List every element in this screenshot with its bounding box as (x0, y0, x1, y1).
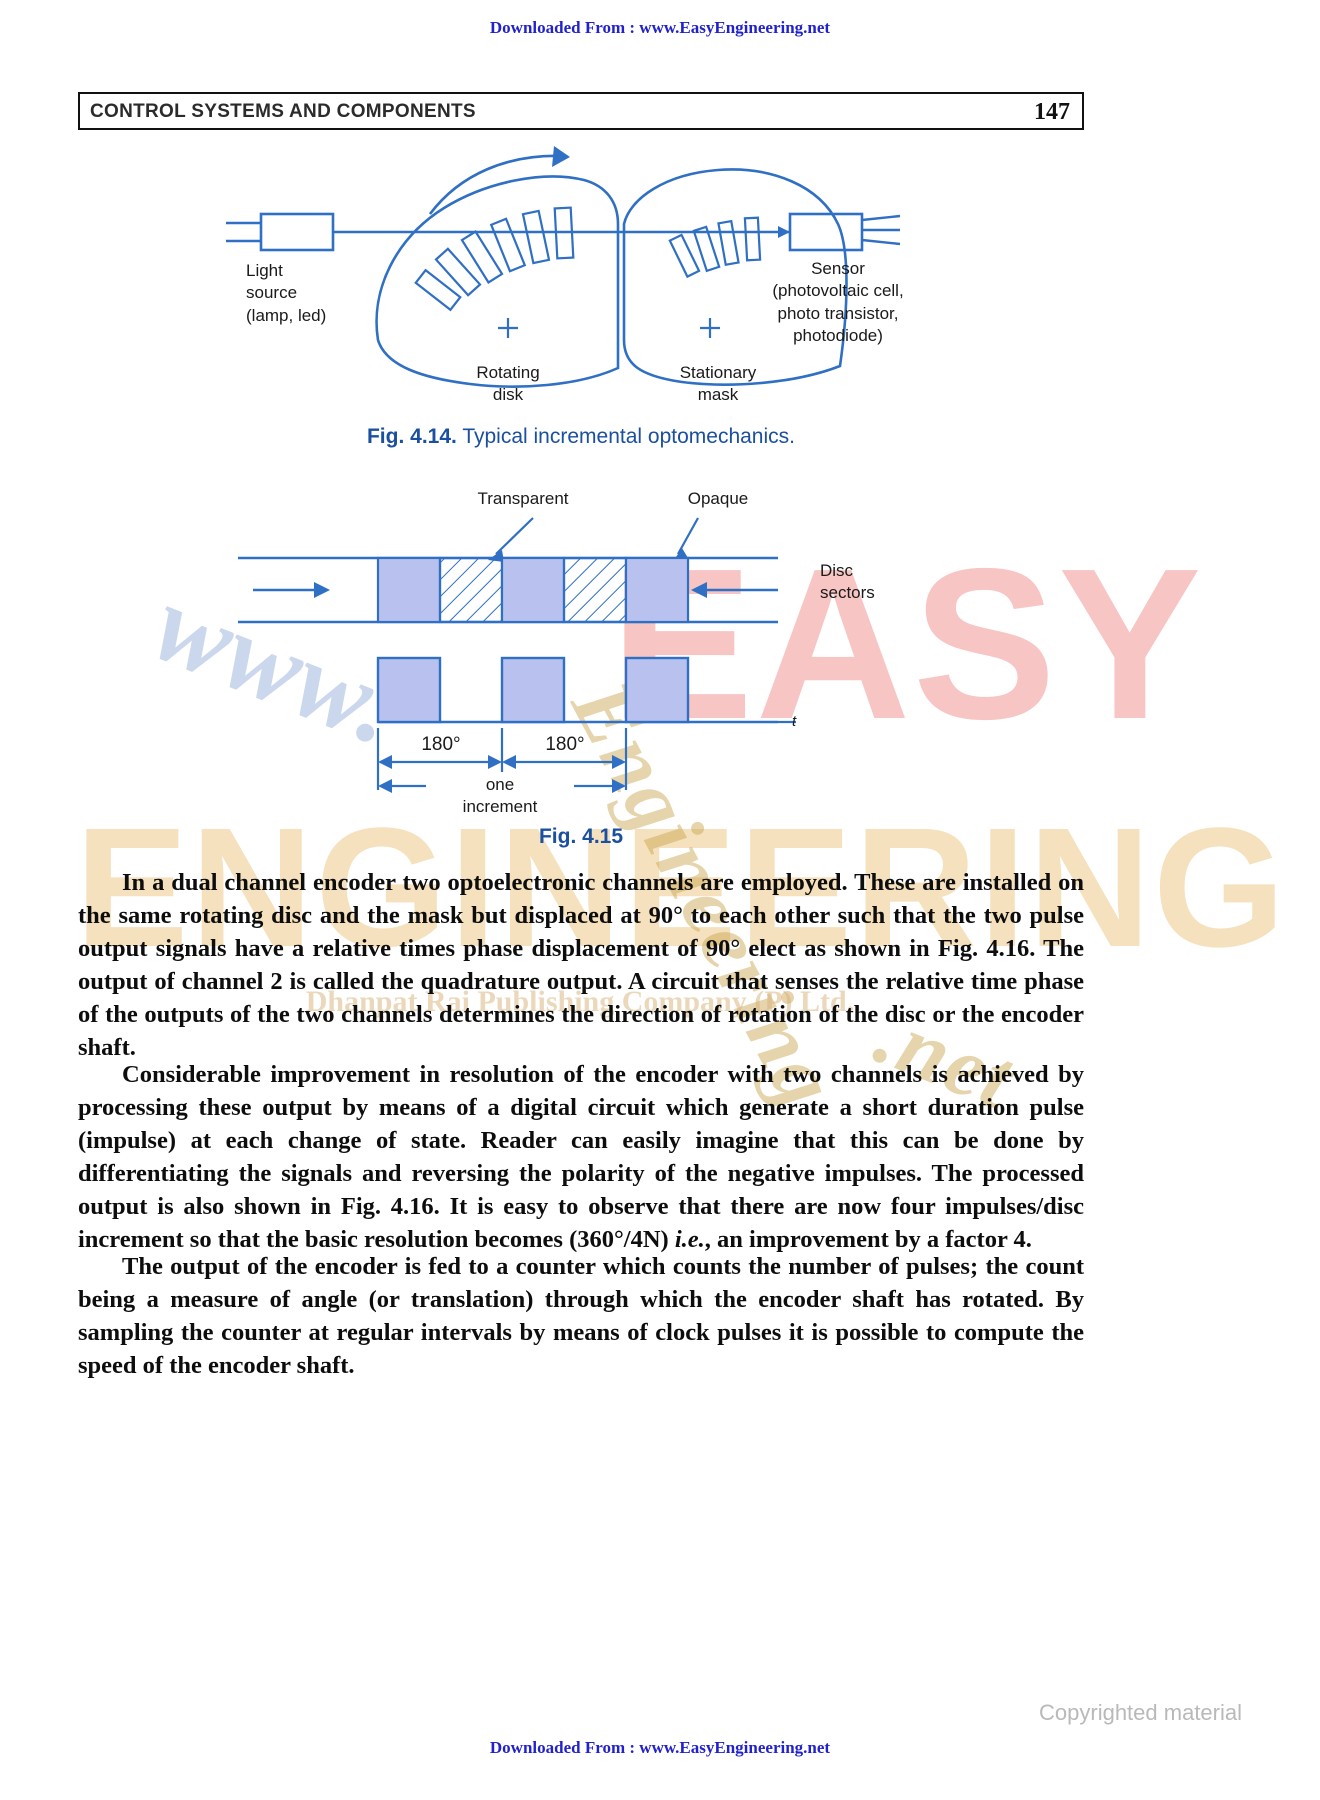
page-title: CONTROL SYSTEMS AND COMPONENTS (90, 101, 476, 122)
paragraph-2-text-a: Considerable improvement in resolution o… (78, 1061, 1084, 1253)
copyright-watermark: Copyrighted material (1039, 1700, 1242, 1725)
label-opaque: Opaque (687, 489, 749, 508)
download-banner-bottom: Downloaded From : www.EasyEngineering.ne… (489, 1738, 831, 1757)
running-header-band: CONTROL SYSTEMS AND COMPONENTS 147 (78, 92, 1084, 130)
figure-4-15-drawing (238, 517, 796, 793)
figure-4-15-caption-label: Fig. 4.15 (538, 825, 624, 848)
label-degrees-right: 180° (545, 734, 585, 755)
figure-4-14-caption: Fig. 4.14. Typical incremental optomecha… (78, 425, 1084, 449)
label-stationary-mask: Stationary mask (679, 363, 757, 405)
paragraph-1: In a dual channel encoder two optoelectr… (78, 866, 1084, 1064)
figure-4-14-caption-text: Typical incremental optomechanics. (462, 425, 795, 448)
figure-4-14-caption-label: Fig. 4.14. (366, 425, 457, 448)
paragraph-1-text: In a dual channel encoder two optoelectr… (78, 869, 1084, 1061)
figure-4-15: Transparent Opaque (78, 489, 1084, 830)
label-degrees-left: 180° (421, 734, 461, 755)
figure-4-15-caption: Fig. 4.15 (78, 825, 1084, 849)
label-sensor: Sensor (photovoltaic cell, photo transis… (772, 259, 904, 346)
label-rotating-disk: Rotating disk (476, 363, 540, 405)
label-one-increment-line2: increment (462, 797, 538, 816)
figure-4-14-drawing (226, 146, 901, 388)
label-light-source: Light source (lamp, led) (246, 261, 327, 325)
paragraph-2-text-b: , an improvement by a factor 4. (704, 1226, 1032, 1253)
label-time-axis: t (792, 713, 797, 730)
download-banner-top: Downloaded From : www.EasyEngineering.ne… (489, 18, 831, 37)
label-transparent: Transparent (477, 489, 569, 508)
paragraph-2-italic: i.e. (674, 1226, 705, 1253)
paragraph-2: Considerable improvement in resolution o… (78, 1058, 1084, 1256)
paragraph-3-text: The output of the encoder is fed to a co… (78, 1253, 1084, 1379)
figure-4-14: Light source (lamp, led) Sensor (photovo… (78, 140, 1084, 470)
label-one-increment-line1: one (426, 774, 574, 797)
label-disc-sectors: Disc sectors (820, 561, 875, 603)
paragraph-3: The output of the encoder is fed to a co… (78, 1250, 1084, 1382)
page-number: 147 (1034, 99, 1070, 125)
